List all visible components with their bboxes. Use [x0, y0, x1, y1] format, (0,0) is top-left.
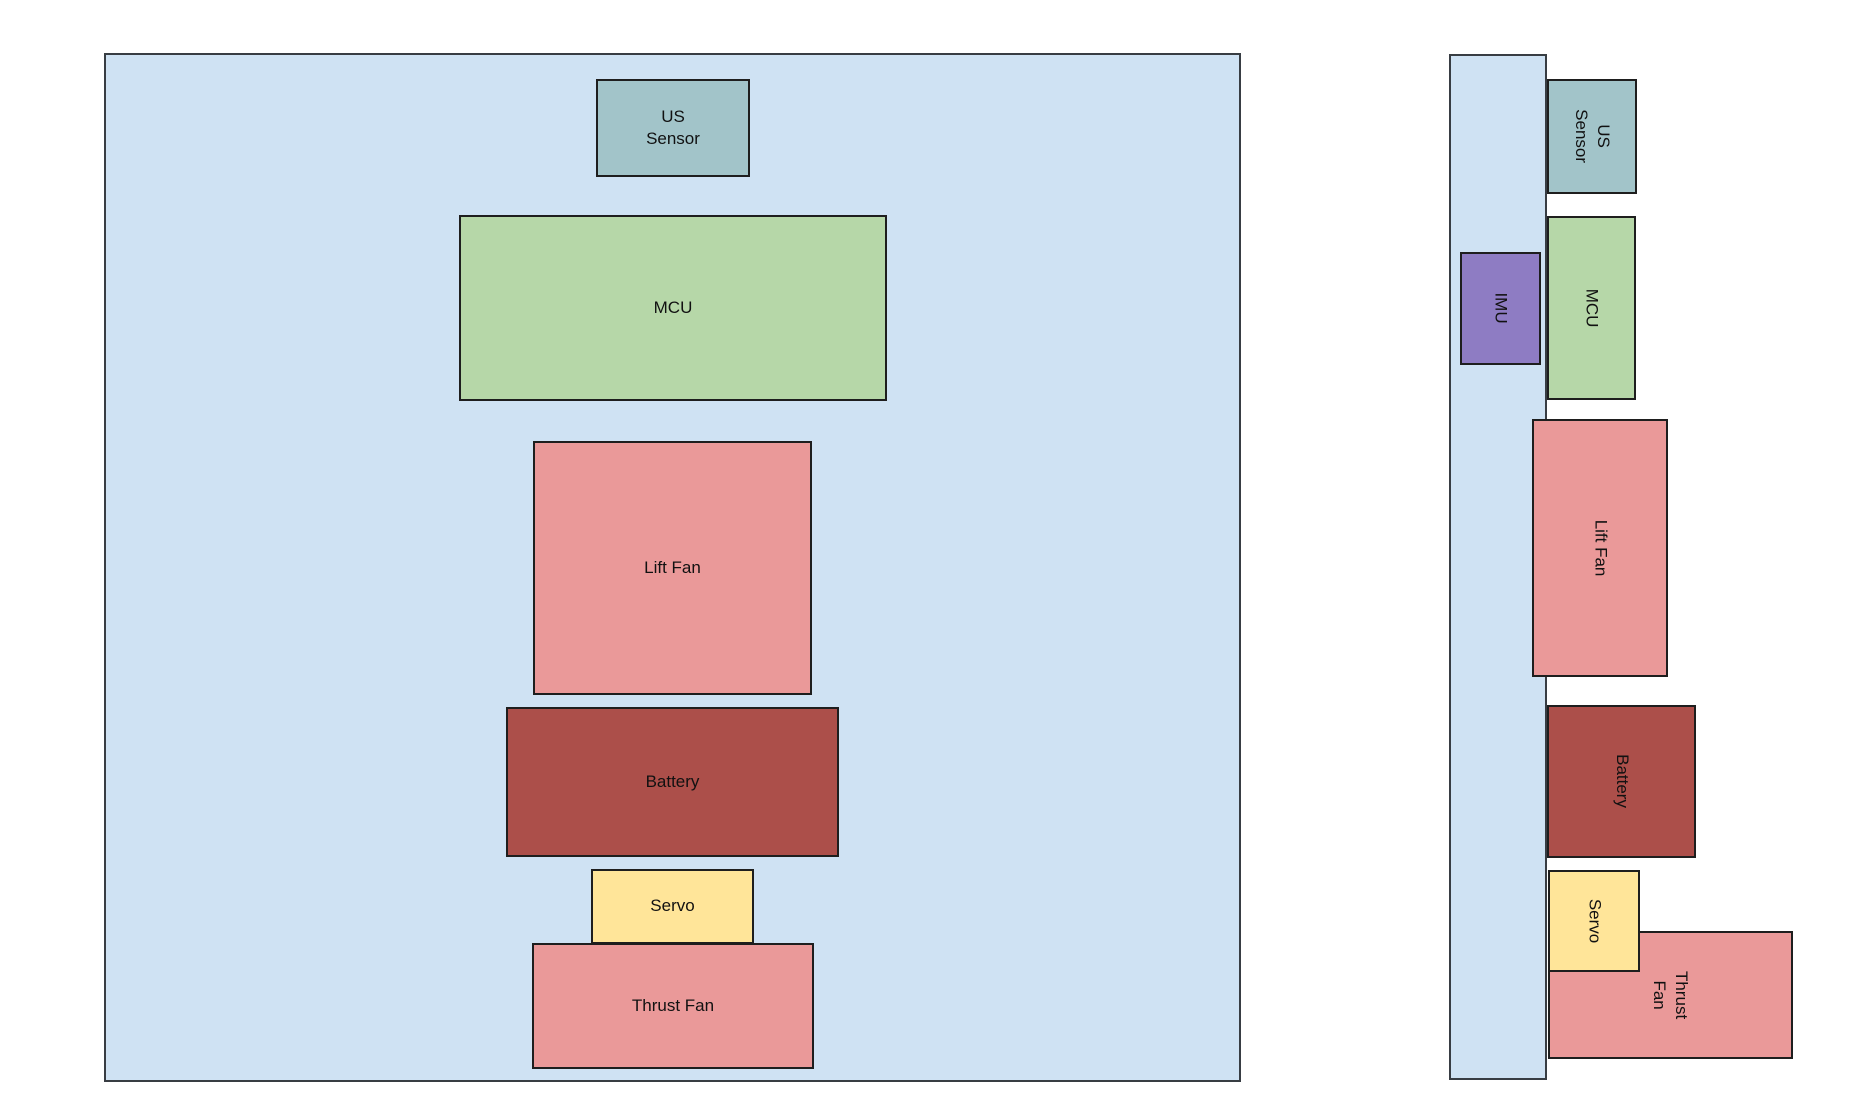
top-view-thrust-fan-label: Thrust Fan [631, 995, 715, 1015]
side-view-thrust-fan-label: Thrust Fan [1650, 970, 1692, 1020]
side-view-us-sensor-label: US Sensor [1572, 109, 1614, 164]
side-view-lift-fan-box: Lift Fan [1532, 419, 1668, 677]
side-view-servo-box: Servo [1548, 870, 1640, 972]
top-view-servo-label: Servo [650, 896, 695, 916]
side-view-battery-label: Battery [1612, 754, 1632, 809]
side-view-imu-label: IMU [1491, 292, 1511, 325]
side-view-servo-label: Servo [1585, 898, 1605, 944]
top-view-thrust-fan-box: Thrust Fan [532, 943, 814, 1069]
side-view-mcu-label: MCU [1582, 288, 1602, 328]
top-view-servo-box: Servo [591, 869, 754, 944]
side-view-mcu-box: MCU [1547, 216, 1636, 400]
side-view-us-sensor-box: US Sensor [1547, 79, 1637, 194]
top-view-mcu-label: MCU [653, 297, 693, 317]
top-view-lift-fan-box: Lift Fan [533, 441, 812, 695]
side-view-battery-box: Battery [1547, 705, 1696, 858]
top-view-us-sensor-box: US Sensor [596, 79, 750, 177]
top-view-mcu-box: MCU [459, 215, 887, 401]
side-view-hull [1449, 54, 1547, 1080]
top-view-lift-fan-label: Lift Fan [644, 557, 701, 577]
side-view-lift-fan-label: Lift Fan [1591, 519, 1611, 577]
top-view-us-sensor-label: US Sensor [646, 106, 700, 148]
top-view-battery-box: Battery [506, 707, 839, 857]
side-view-imu-box: IMU [1460, 252, 1541, 365]
top-view-battery-label: Battery [645, 771, 700, 791]
